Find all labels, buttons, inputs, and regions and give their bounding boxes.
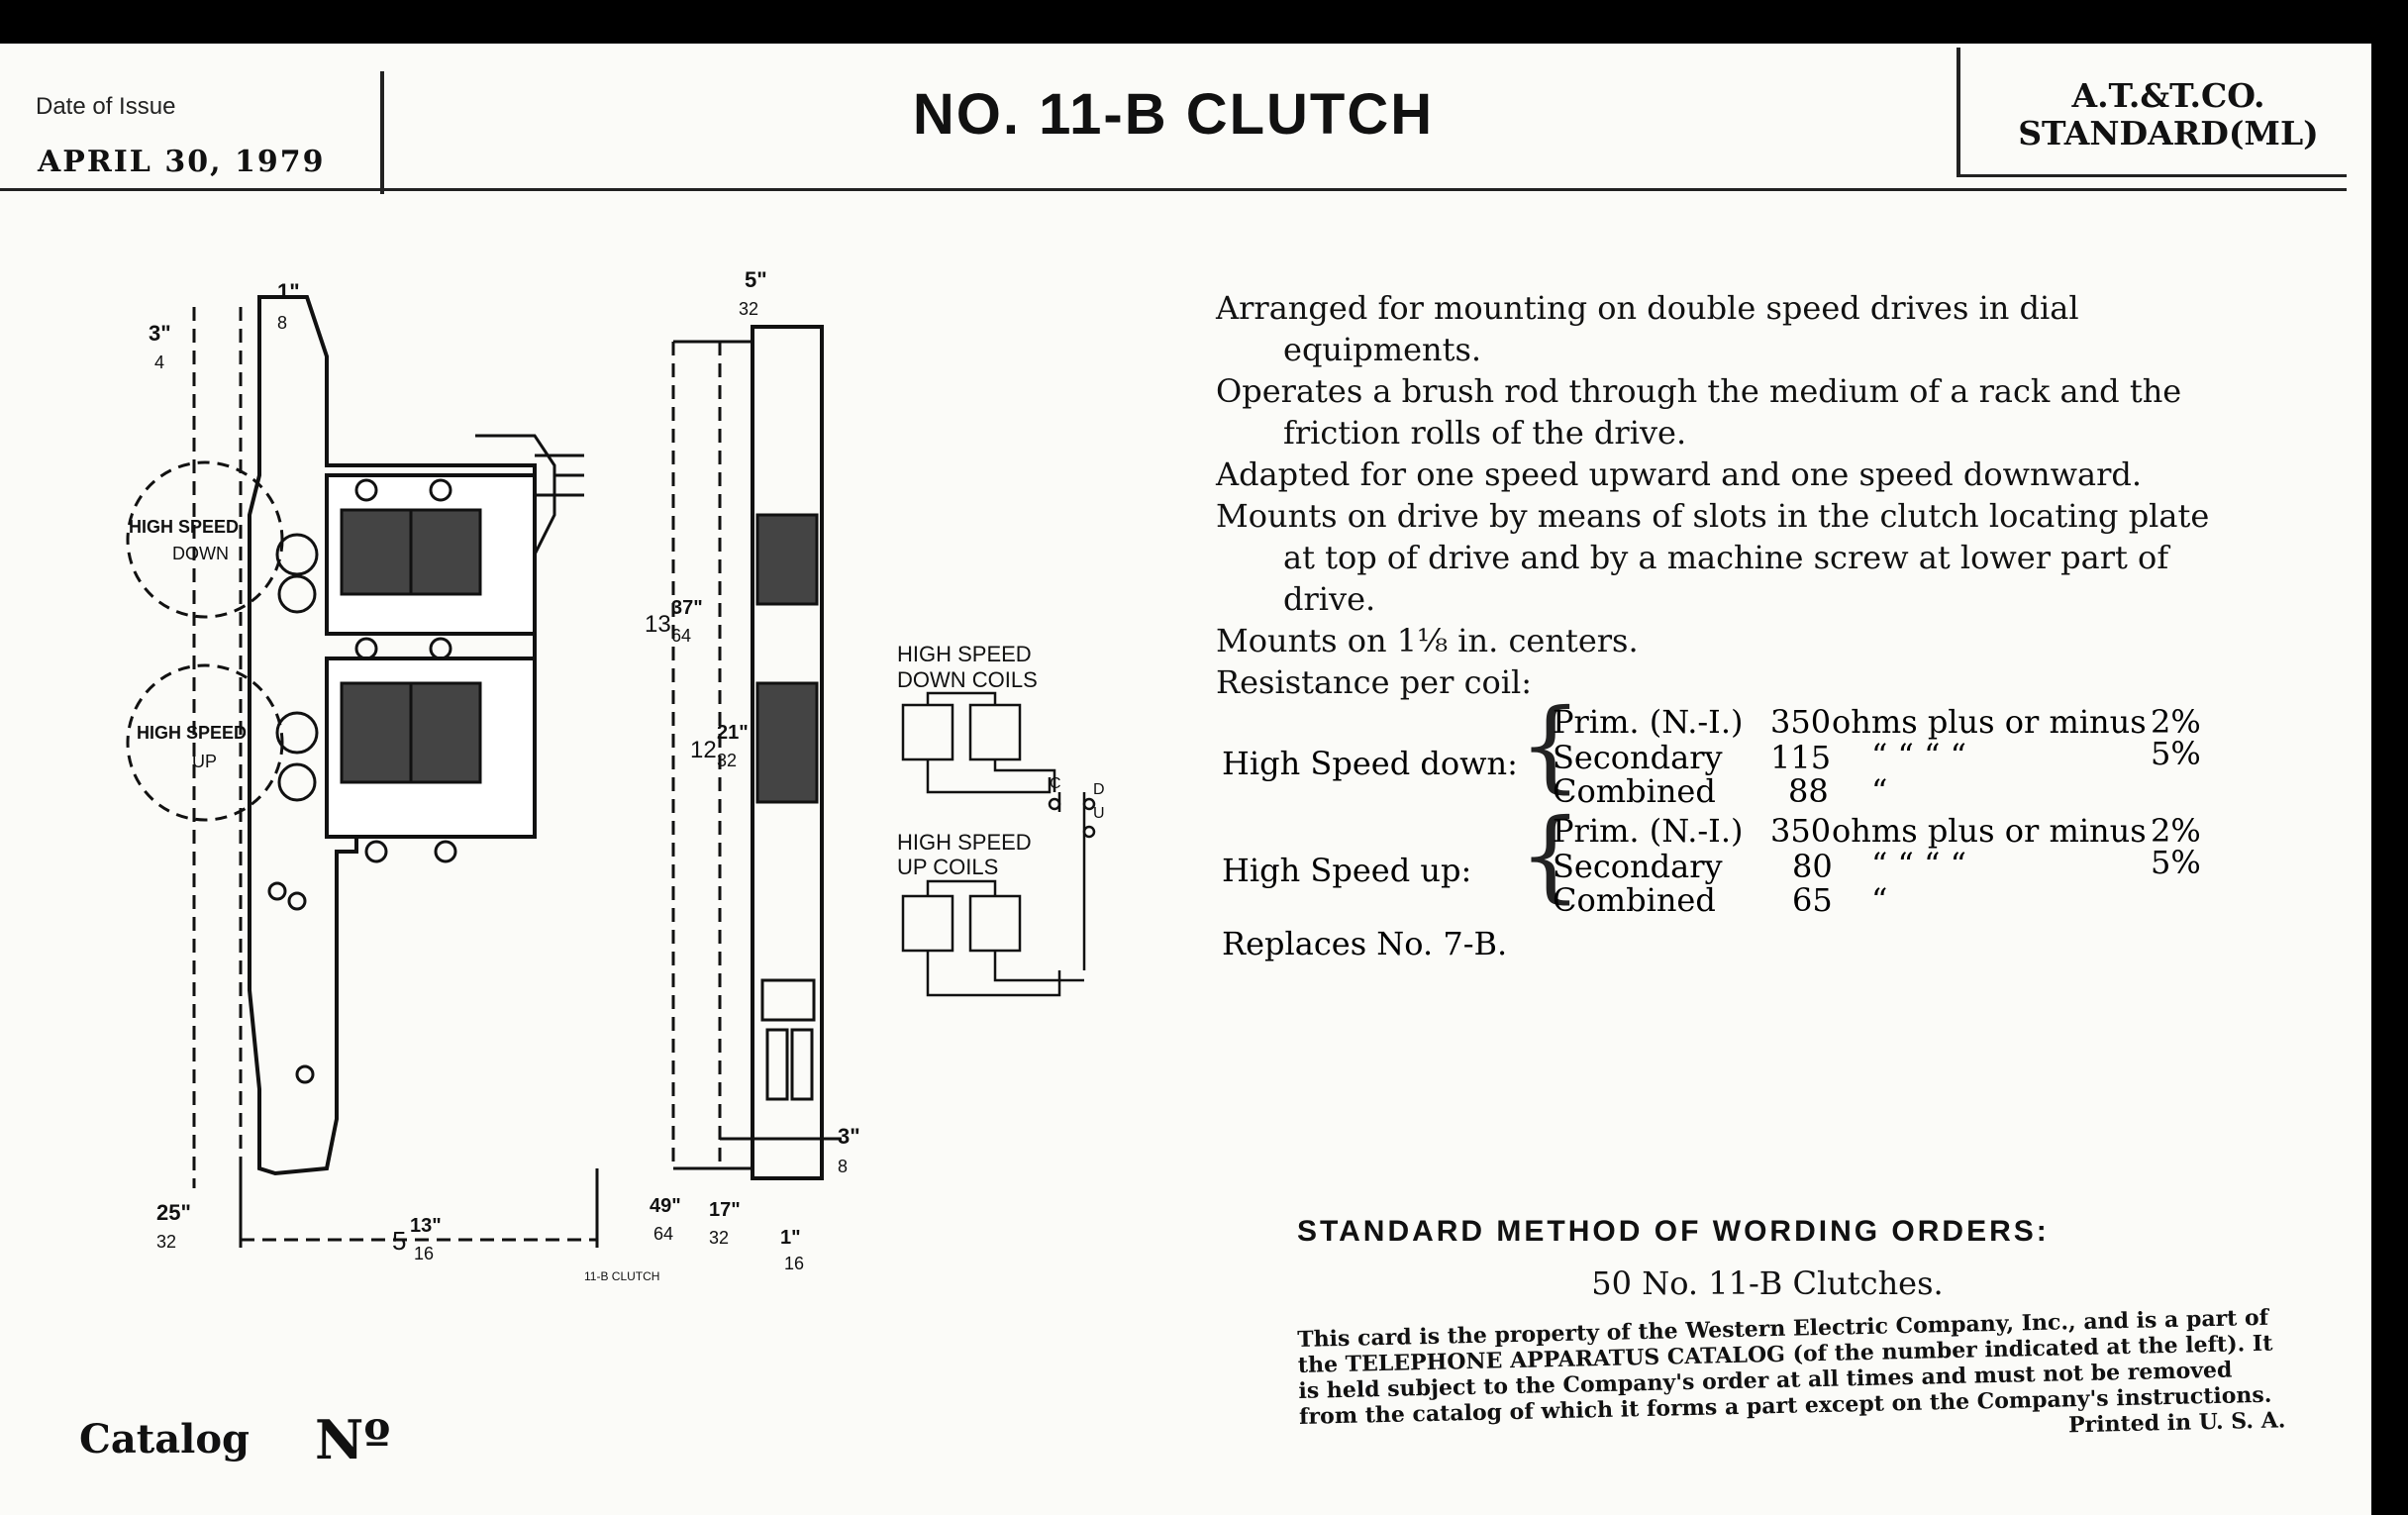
lower-coil-left xyxy=(340,681,413,784)
description-line: Mounts on 1⅛ in. centers. xyxy=(1216,622,1639,659)
resistance-row-unit: ohms plus or minus xyxy=(1832,812,2147,850)
dim-label: 64 xyxy=(653,1224,673,1244)
dim-label: 1" xyxy=(780,1227,801,1249)
resistance-down-label: High Speed down: xyxy=(1222,745,1518,782)
standard-line-1: A.T.&T.CO. xyxy=(2071,76,2265,115)
dim-label: 32 xyxy=(156,1232,176,1252)
standard-mark: A.T.&T.CO. STANDARD(ML) xyxy=(1970,77,2366,152)
upper-coil-right xyxy=(409,508,482,596)
legal-notice: This card is the property of the Western… xyxy=(1297,1304,2286,1456)
resistance-row-tol: 2% xyxy=(2151,703,2201,741)
replaces-note: Replaces No. 7-B. xyxy=(1222,925,1508,962)
resistance-row-tol: 5% xyxy=(2151,844,2201,881)
hs-down-circle xyxy=(126,460,284,619)
hs-down-label-1: HIGH SPEED xyxy=(129,517,239,537)
resistance-row-unit: ohms plus or minus xyxy=(1832,703,2147,741)
resistance-row-name: Secondary xyxy=(1553,848,1723,885)
coil-down-label-1: HIGH SPEED xyxy=(897,642,1032,666)
hs-up-label-2: UP xyxy=(192,752,217,771)
dim-label: 32 xyxy=(709,1228,729,1248)
dim-label: 17" xyxy=(709,1199,741,1221)
catalog-label: Catalog xyxy=(79,1416,250,1463)
scan-border xyxy=(2371,0,2408,1515)
resistance-row-unit: “ “ “ “ xyxy=(1871,846,1966,883)
resistance-row-name: Combined xyxy=(1553,772,1716,810)
header-divider-left xyxy=(380,71,384,194)
description-line: Operates a brush rod through the medium … xyxy=(1216,372,2182,452)
resistance-row-unit: “ xyxy=(1871,881,1888,919)
dim-label: 8 xyxy=(277,313,287,333)
lower-coil-right xyxy=(409,681,482,784)
brace: { xyxy=(1519,687,1582,803)
header-divider-right xyxy=(1956,48,1960,174)
clutch-drawing: 3" 4 1" 8 5" 32 13 37" 64 12 21" 32 3" 8… xyxy=(126,267,1105,1283)
coil-up-label-1: HIGH SPEED xyxy=(897,830,1032,855)
dim-label: 21" xyxy=(717,722,749,744)
resistance-row-value: 80 xyxy=(1792,848,1833,885)
dim-label: 25" xyxy=(156,1200,191,1225)
resistance-row-tol: 5% xyxy=(2151,735,2201,772)
drawing-caption: 11-B CLUTCH xyxy=(584,1269,659,1283)
resistance-row-unit: “ “ “ “ xyxy=(1871,737,1966,774)
page-title: NO. 11-B CLUTCH xyxy=(912,82,1435,147)
resistance-row-value: 65 xyxy=(1792,881,1833,919)
dim-label: 5" xyxy=(745,267,767,292)
resistance-row-name: Prim. (N.-I.) xyxy=(1553,812,1744,850)
dim-label: 16 xyxy=(784,1254,804,1273)
standard-line-2: STANDARD(ML) xyxy=(2018,114,2319,152)
resistance-up-label: High Speed up: xyxy=(1222,852,1472,889)
resistance-row-value: 115 xyxy=(1770,739,1832,776)
dim-label: 16 xyxy=(414,1244,434,1263)
terminal-u: U xyxy=(1093,805,1105,822)
hs-up-label-1: HIGH SPEED xyxy=(137,723,247,743)
upper-coil-left xyxy=(340,508,413,596)
resistance-row-value: 350 xyxy=(1770,703,1832,741)
side-view-frame xyxy=(751,325,824,1180)
resistance-row-name: Combined xyxy=(1553,881,1716,919)
description-line: Arranged for mounting on double speed dr… xyxy=(1216,289,2079,368)
dim-label: 3" xyxy=(149,321,171,346)
catalog-number-sign: Nº xyxy=(315,1408,391,1471)
dim-label: 5 xyxy=(392,1226,406,1256)
date-of-issue-label: Date of Issue xyxy=(36,93,176,120)
resistance-row-tol: 2% xyxy=(2151,812,2201,850)
description-line: Mounts on drive by means of slots in the… xyxy=(1216,497,2210,618)
resistance-row-name: Secondary xyxy=(1553,739,1723,776)
front-frame xyxy=(248,295,537,1176)
resistance-row-value: 88 xyxy=(1788,772,1829,810)
description: Arranged for mounting on double speed dr… xyxy=(1216,287,2212,703)
ordering-heading: STANDARD METHOD OF WORDING ORDERS: xyxy=(1297,1215,2050,1248)
dim-label: 13" xyxy=(410,1215,442,1237)
date-of-issue-value: APRIL 30, 1979 xyxy=(38,145,326,179)
resistance-row-value: 350 xyxy=(1770,812,1832,850)
dim-label: 32 xyxy=(717,751,737,770)
description-line: Resistance per coil: xyxy=(1216,663,1533,701)
dim-label: 32 xyxy=(739,299,758,319)
ordering-example: 50 No. 11-B Clutches. xyxy=(1591,1264,1944,1302)
terminal-d: D xyxy=(1093,781,1105,798)
description-line: Adapted for one speed upward and one spe… xyxy=(1216,455,2143,493)
dim-label: 8 xyxy=(838,1157,848,1176)
dim-label: 49" xyxy=(650,1195,681,1217)
brace: { xyxy=(1519,797,1582,913)
dim-label: 12 xyxy=(690,737,717,763)
coil-down-label-2: DOWN COILS xyxy=(897,667,1038,692)
coil-up-label-2: UP COILS xyxy=(897,855,998,879)
dim-label: 1" xyxy=(277,279,300,304)
coil-schematic xyxy=(901,691,1096,997)
hs-up-circle xyxy=(126,663,284,822)
dim-label: 13 xyxy=(645,611,671,638)
dim-label: 3" xyxy=(838,1124,860,1149)
header-rule xyxy=(0,188,2347,191)
hs-down-label-2: DOWN xyxy=(172,544,229,563)
terminal-c: C xyxy=(1050,775,1061,792)
header-rule-right xyxy=(1956,174,2347,177)
dim-label: 64 xyxy=(671,626,691,646)
resistance-row-name: Prim. (N.-I.) xyxy=(1553,703,1744,741)
dim-label: 4 xyxy=(154,353,164,372)
dim-label: 37" xyxy=(671,597,703,619)
resistance-row-unit: “ xyxy=(1871,772,1888,810)
